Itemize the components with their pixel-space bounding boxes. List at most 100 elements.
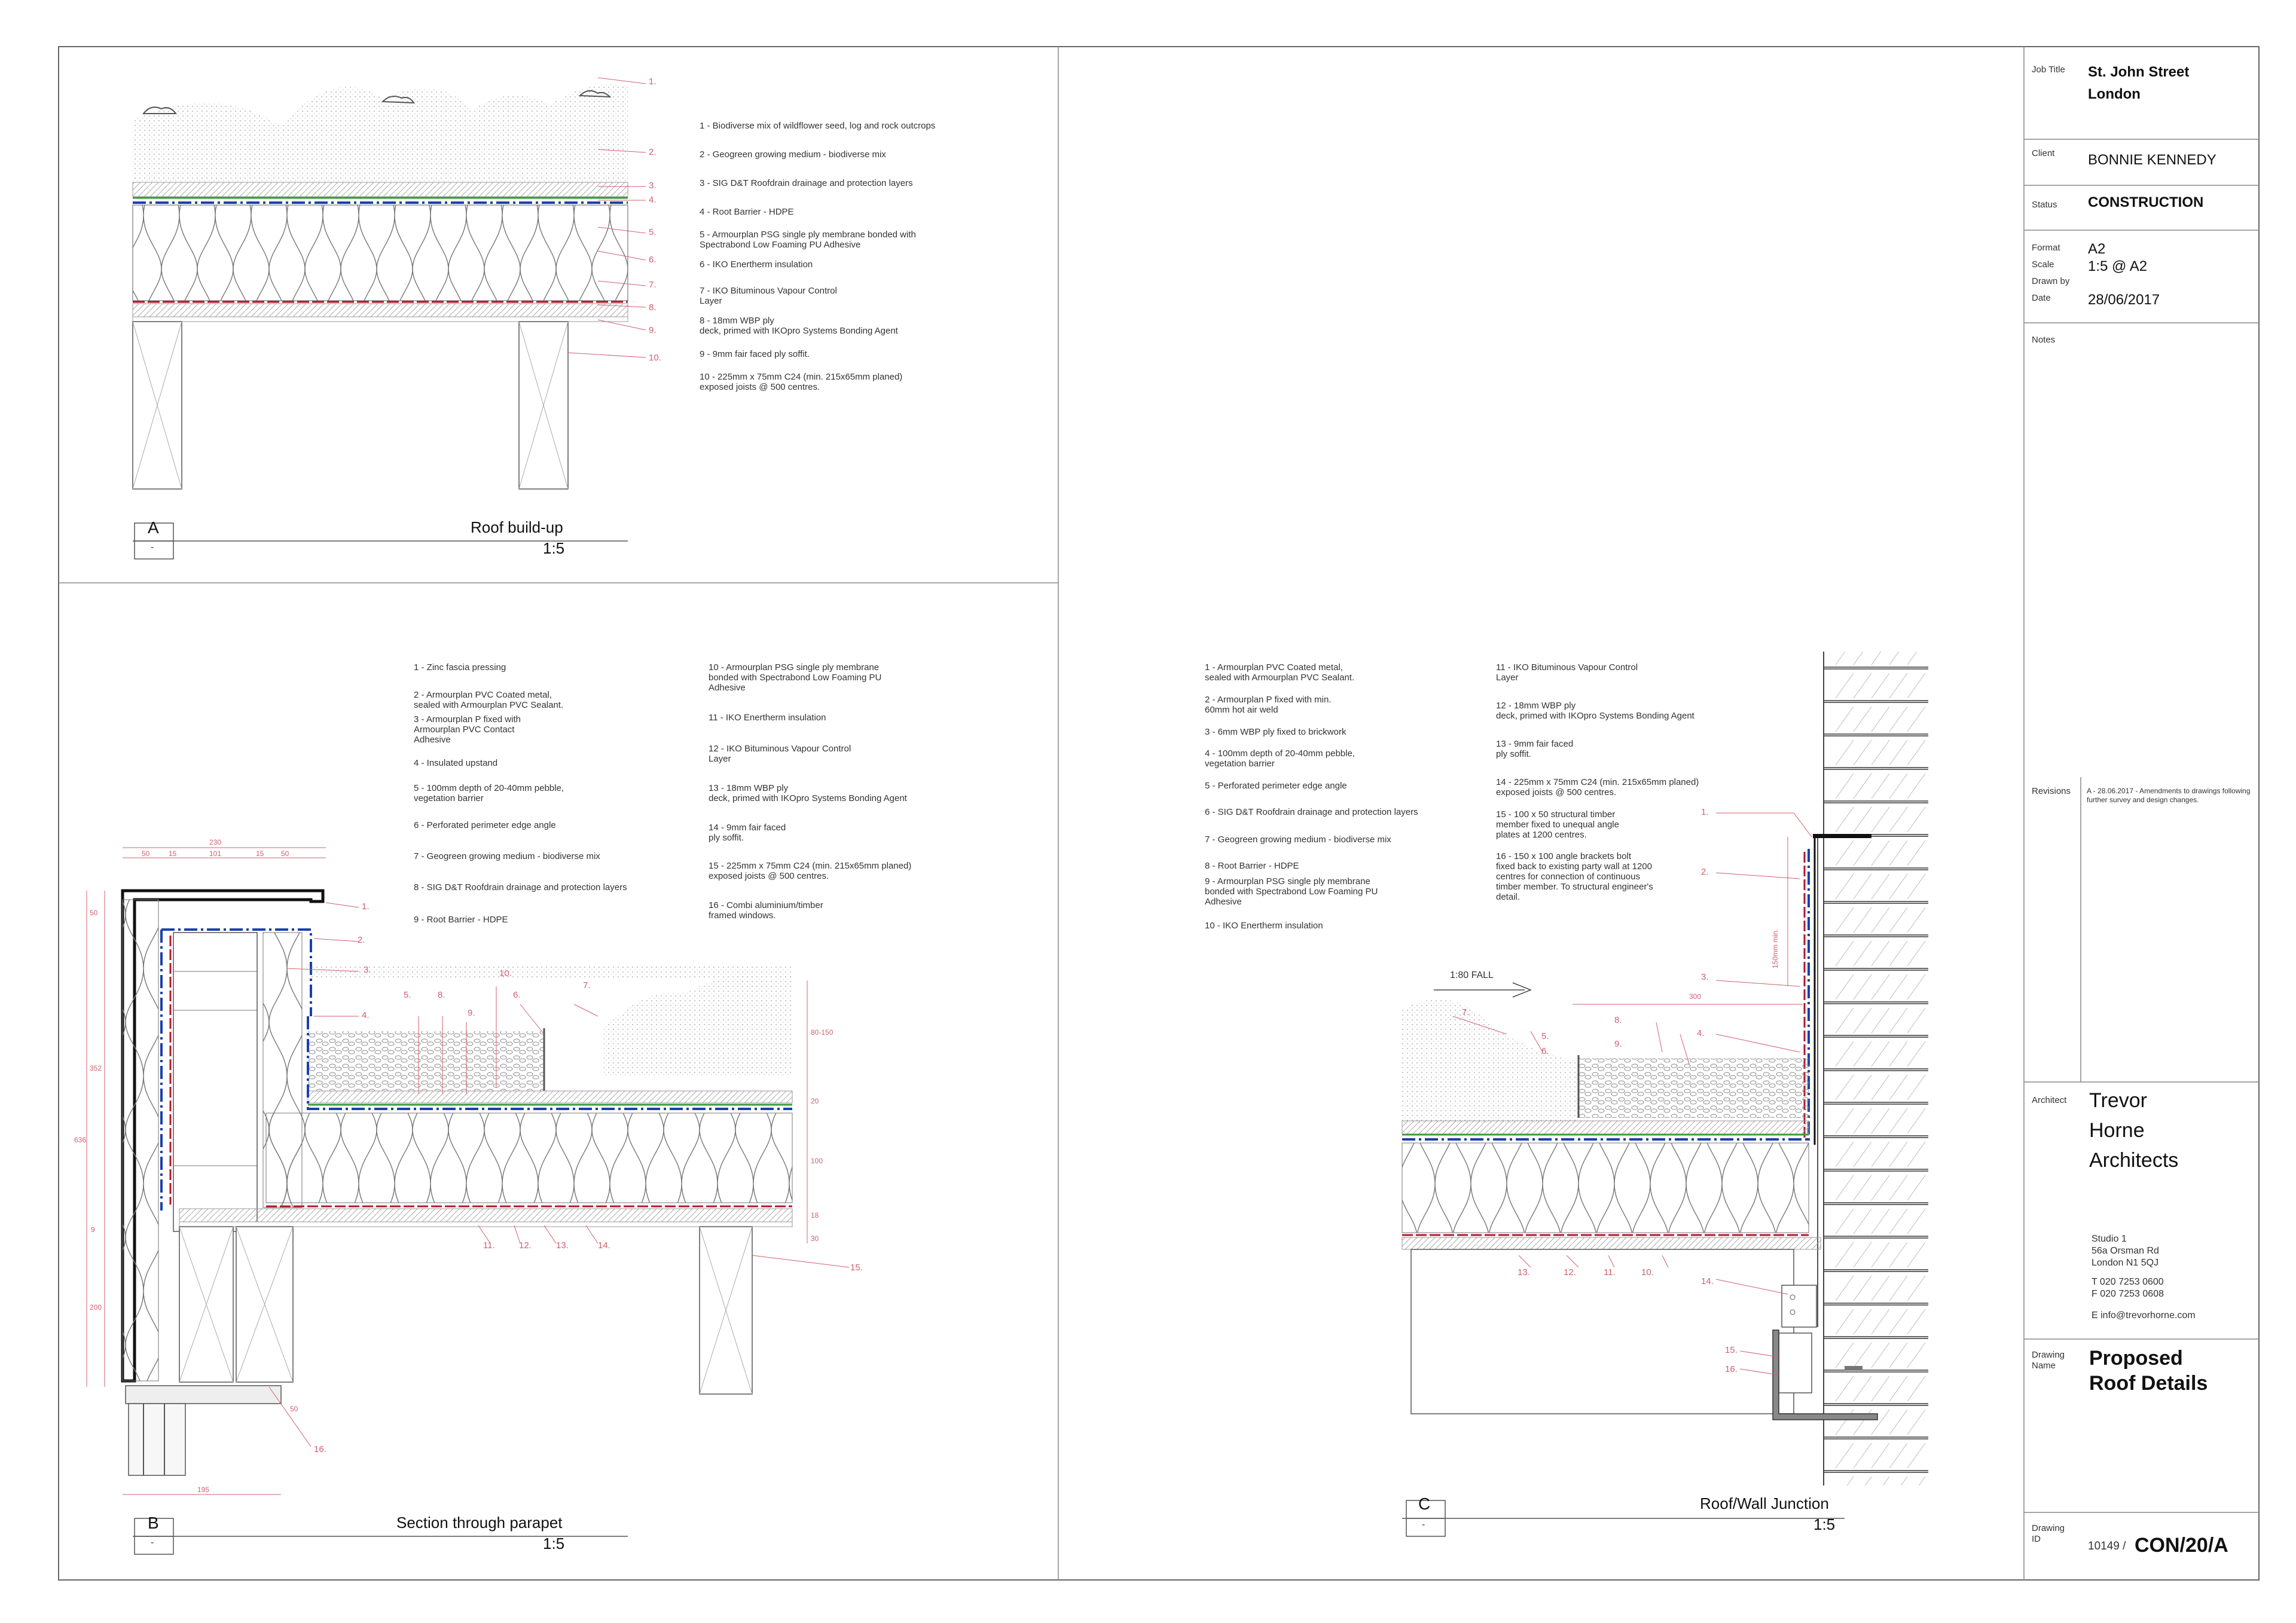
drawing-id-prefix: 10149 / xyxy=(2088,1540,2126,1552)
detail-c-note-10: 10 - IKO Enertherm insulation xyxy=(1205,921,1323,931)
detail-b-callout-12: 12. xyxy=(519,1240,532,1251)
detail-c-callout-2: 2. xyxy=(1701,867,1709,877)
detail-b-callout-4: 4. xyxy=(362,1010,370,1020)
detail-c-callout-10: 10. xyxy=(1641,1267,1654,1277)
detail-b-callout-9: 9. xyxy=(468,1008,475,1018)
client-value: BONNIE KENNEDY xyxy=(2088,152,2216,168)
detail-b-callout-11: 11. xyxy=(483,1240,495,1251)
detail-c-letter: C xyxy=(1418,1494,1431,1513)
detail-b-callout-3: 3. xyxy=(364,965,371,975)
detail-a-callout-6: 6. xyxy=(649,255,657,265)
detail-c-note-1: 1 - Armourplan PVC Coated metal, sealed … xyxy=(1205,662,1355,683)
detail-c-note-8: 8 - Root Barrier - HDPE xyxy=(1205,861,1299,871)
detail-b-callout-10: 10. xyxy=(499,968,512,979)
detail-b-drawing xyxy=(86,847,850,1555)
detail-b-note-16: 16 - Combi aluminium/timber framed windo… xyxy=(709,900,823,921)
detail-c-dim-150: 150mm min. xyxy=(1771,928,1779,968)
detail-b-dim-15a: 15 xyxy=(169,849,177,858)
detail-a-note-8: 8 - 18mm WBP ply deck, primed with IKOpr… xyxy=(700,316,898,336)
detail-c-note-14: 14 - 225mm x 75mm C24 (min. 215x65mm pla… xyxy=(1496,777,1699,797)
architect-line3: Architects xyxy=(2089,1149,2179,1172)
detail-c-callout-1: 1. xyxy=(1701,807,1709,817)
scale-label: Scale xyxy=(2032,259,2054,270)
detail-a-note-5: 5 - Armourplan PSG single ply membrane b… xyxy=(700,230,916,250)
architect-address: Studio 1 56a Orsman Rd London N1 5QJ xyxy=(2092,1234,2159,1268)
detail-a-callout-8: 8. xyxy=(649,302,657,313)
detail-c-scale: 1:5 xyxy=(1813,1515,1836,1533)
detail-c-note-13: 13 - 9mm fair faced ply soffit. xyxy=(1496,739,1574,759)
detail-b-callout-8: 8. xyxy=(438,990,445,1000)
revision-entry: A - 28.06.2017 - Amendments to drawings … xyxy=(2087,787,2251,804)
detail-b-callout-6: 6. xyxy=(513,990,521,1000)
detail-b-note-10: 10 - Armourplan PSG single ply membrane … xyxy=(709,662,882,693)
detail-b-note-8: 8 - SIG D&T Roofdrain drainage and prote… xyxy=(414,882,627,893)
detail-a-callout-7: 7. xyxy=(649,280,657,290)
detail-b-scale: 1:5 xyxy=(543,1535,565,1552)
detail-b-letter: B xyxy=(148,1514,159,1532)
detail-b-dim-195: 195 xyxy=(197,1486,210,1494)
detail-b-callout-1: 1. xyxy=(362,901,370,912)
drawing-id-value: CON/20/A xyxy=(2135,1534,2228,1557)
detail-b-note-2: 2 - Armourplan PVC Coated metal, sealed … xyxy=(414,690,564,710)
detail-c-drawing xyxy=(1402,652,1928,1537)
format-label: Format xyxy=(2032,243,2060,253)
detail-a-callout-10: 10. xyxy=(649,353,661,363)
architect-line2: Horne xyxy=(2089,1119,2145,1142)
detail-c-note-15: 15 - 100 x 50 structural timber member f… xyxy=(1496,809,1619,840)
job-title-line2: London xyxy=(2088,86,2141,102)
detail-a-scale: 1:5 xyxy=(543,539,565,557)
status-label: Status xyxy=(2032,200,2057,210)
detail-b-note-12: 12 - IKO Bituminous Vapour Control Layer xyxy=(709,744,851,764)
detail-b-note-6: 6 - Perforated perimeter edge angle xyxy=(414,820,556,830)
detail-b-callout-14: 14. xyxy=(598,1240,610,1251)
detail-c-note-5: 5 - Perforated perimeter edge angle xyxy=(1205,781,1347,791)
detail-a-note-7: 7 - IKO Bituminous Vapour Control Layer xyxy=(700,286,837,306)
detail-a-note-4: 4 - Root Barrier - HDPE xyxy=(700,207,794,217)
detail-b-callout-5: 5. xyxy=(404,990,411,1000)
status-value: CONSTRUCTION xyxy=(2088,194,2204,210)
detail-b-dim-50b: 50 xyxy=(281,849,289,858)
architect-email: E info@trevorhorne.com xyxy=(2092,1310,2196,1321)
drawing-name-line2: Roof Details xyxy=(2089,1372,2208,1395)
detail-c-callout-12: 12. xyxy=(1564,1267,1576,1277)
detail-b-dim-15b: 15 xyxy=(256,849,264,858)
detail-c-fall-label: 1:80 FALL xyxy=(1450,970,1494,980)
detail-c-callout-13: 13. xyxy=(1518,1267,1530,1277)
format-value: A2 xyxy=(2088,241,2106,257)
detail-b-title: Section through parapet xyxy=(396,1514,563,1532)
detail-c-note-6: 6 - SIG D&T Roofdrain drainage and prote… xyxy=(1205,807,1418,817)
detail-b-dim-101: 101 xyxy=(209,849,222,858)
detail-a-callout-1: 1. xyxy=(649,77,657,87)
detail-c-note-16: 16 - 150 x 100 angle brackets bolt fixed… xyxy=(1496,851,1653,902)
detail-b-dim-100: 100 xyxy=(811,1157,823,1165)
detail-a-title: Roof build-up xyxy=(471,518,563,536)
detail-c-callout-14: 14. xyxy=(1701,1276,1714,1286)
detail-c-callout-5: 5. xyxy=(1541,1031,1549,1041)
detail-b-note-3: 3 - Armourplan P fixed with Armourplan P… xyxy=(414,714,521,745)
detail-b-callout-2: 2. xyxy=(358,935,365,945)
detail-b-note-1: 1 - Zinc fascia pressing xyxy=(414,662,506,673)
job-title-line1: St. John Street xyxy=(2088,64,2190,80)
title-block-frame xyxy=(2024,139,2259,1513)
detail-c-callout-8: 8. xyxy=(1614,1015,1622,1025)
detail-b-dim-9: 9 xyxy=(91,1225,95,1234)
detail-b-dim-20: 20 xyxy=(811,1097,819,1105)
notes-label: Notes xyxy=(2032,335,2056,345)
detail-b-dim-200: 200 xyxy=(90,1303,102,1312)
detail-b-dim-50c: 50 xyxy=(90,909,98,917)
detail-a-note-1: 1 - Biodiverse mix of wildflower seed, l… xyxy=(700,121,936,131)
revisions-label: Revisions xyxy=(2032,786,2071,796)
detail-b-dim-50d: 50 xyxy=(290,1405,298,1413)
architect-label: Architect xyxy=(2032,1095,2067,1105)
detail-b-dim-18: 18 xyxy=(811,1211,819,1219)
detail-a-note-10: 10 - 225mm x 75mm C24 (min. 215x65mm pla… xyxy=(700,372,903,392)
job-title-label: Job Title xyxy=(2032,65,2065,75)
detail-a-callout-4: 4. xyxy=(649,195,657,205)
detail-b-dim-230: 230 xyxy=(209,838,222,846)
detail-c-callout-15: 15. xyxy=(1725,1345,1738,1355)
detail-a-callout-5: 5. xyxy=(649,227,657,237)
detail-c-note-12: 12 - 18mm WBP ply deck, primed with IKOp… xyxy=(1496,701,1694,721)
detail-b-note-14: 14 - 9mm fair faced ply soffit. xyxy=(709,823,786,843)
architect-line1: Trevor xyxy=(2089,1089,2147,1112)
